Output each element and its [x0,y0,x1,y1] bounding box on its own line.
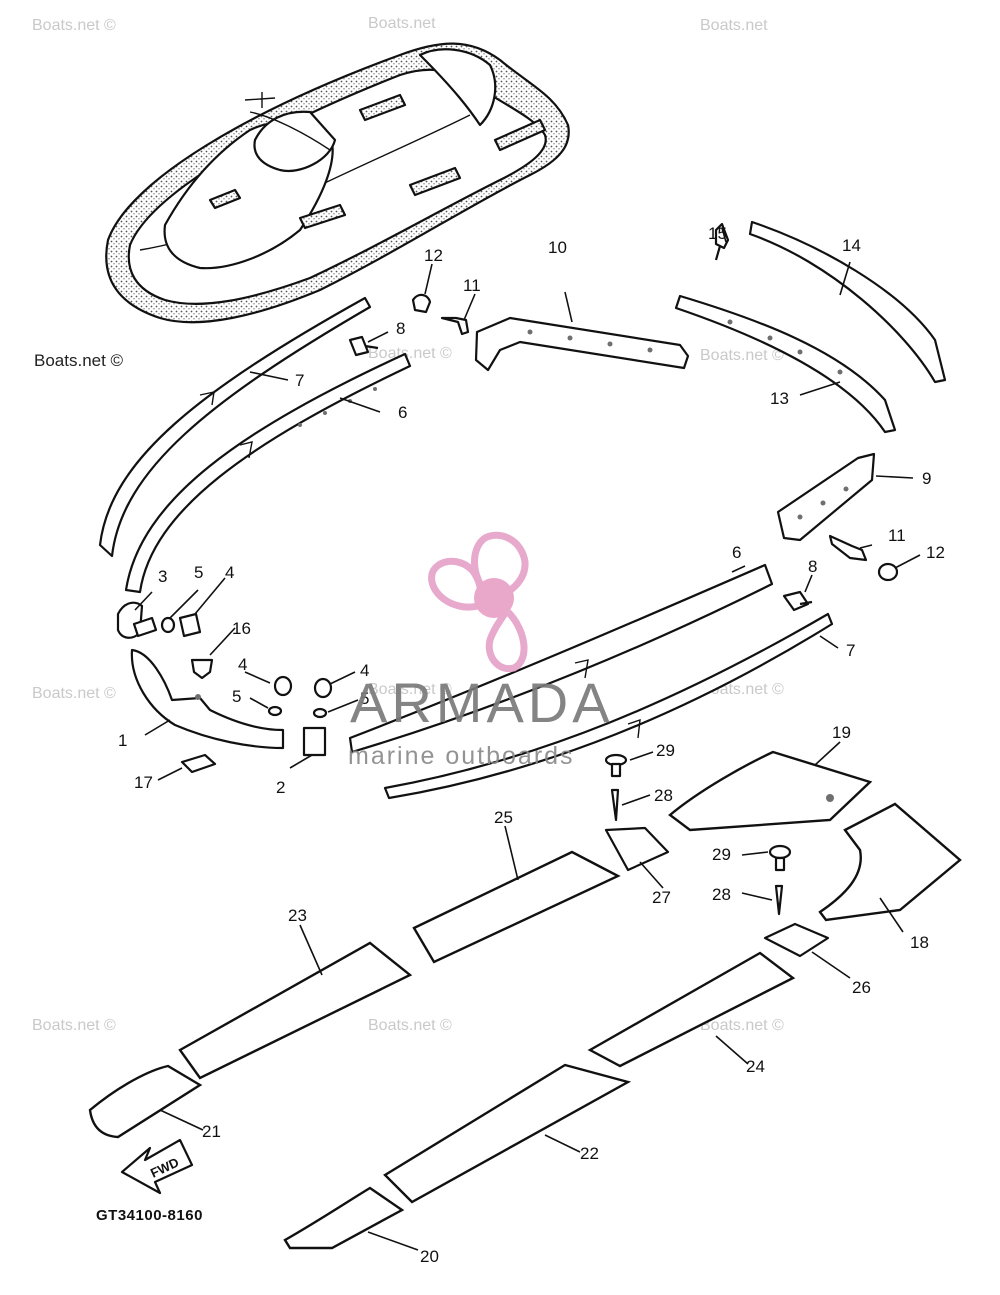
part-labels: 1 2 3 4 4 4 5 5 5 6 6 7 7 8 8 9 10 11 11… [118,224,945,1266]
part-label: 20 [420,1247,439,1266]
part-label: 29 [656,741,675,760]
part-label: 17 [134,773,153,792]
watermark: Boats.net © [700,1017,784,1034]
part-label: 16 [232,619,251,638]
part-label: 26 [852,978,871,997]
rail-14 [748,220,947,384]
diagram-credit: Boats.net © [34,351,124,370]
watermark: Boats.net © [700,347,784,364]
part-label: 11 [888,526,906,545]
part-label: 12 [424,246,443,265]
block-2 [302,726,327,757]
rail-13 [674,294,897,434]
watermark: Boats.net © [32,17,116,34]
part-label: 24 [746,1057,765,1076]
part-label: 5 [360,689,369,708]
part-label: 5 [194,563,203,582]
part-label: 23 [288,906,307,925]
part-label: 27 [652,888,671,907]
part-label: 6 [398,403,407,422]
part-label: 5 [232,687,241,706]
watermark: Boats.net [368,15,436,32]
lower-rail-set [348,563,834,800]
watermark: Boats.net [700,17,768,34]
logo-brand: ARMADA [350,671,614,734]
part-label: 12 [926,543,945,562]
part-label: 9 [922,469,931,488]
watermark: Boats.net © [32,1017,116,1034]
part-label: 4 [238,655,247,674]
armada-logo: ARMADA marine outboards [348,531,614,770]
part-label: 28 [654,786,673,805]
propeller-icon [428,531,529,673]
part-label: 15 [708,224,727,243]
part-label: 10 [548,238,567,257]
logo-tagline: marine outboards [348,742,575,770]
part-label: 14 [842,236,861,255]
part-label: 8 [396,319,405,338]
part-label: 29 [712,845,731,864]
part-label: 19 [832,723,851,742]
part-label: 8 [808,557,817,576]
part-label: 4 [360,661,369,680]
watermark: Boats.net © [368,345,452,362]
watermark: Boats.net © [368,681,452,698]
leader-lines [134,227,921,1251]
upper-rail-set [98,296,412,594]
diagram-code: GT34100-8160 [96,1207,203,1224]
part-label: 22 [580,1144,599,1163]
part-label: 21 [202,1122,221,1141]
part-label: 2 [276,778,285,797]
part-label: 3 [158,567,167,586]
part-label: 25 [494,808,513,827]
part-label: 13 [770,389,789,408]
part-label: 1 [118,731,127,750]
watermark: Boats.net © [32,685,116,702]
bracket-10 [474,316,690,372]
part-label: 7 [295,371,304,390]
part-label: 4 [225,563,234,582]
watermarks: Boats.net © Boats.net Boats.net Boats.ne… [32,15,784,1034]
hardware [132,222,899,958]
watermark: Boats.net © [368,1017,452,1034]
part-label: 7 [846,641,855,660]
forward-arrow: FWD [120,1138,194,1195]
part-label: 18 [910,933,929,952]
part-label: 11 [463,276,481,295]
part-label: 28 [712,885,731,904]
watercraft-overview [105,42,570,324]
deck-mats [88,750,962,1250]
part-label: 6 [732,543,741,562]
bracket-9 [776,452,876,542]
bumper-1 [130,648,285,750]
